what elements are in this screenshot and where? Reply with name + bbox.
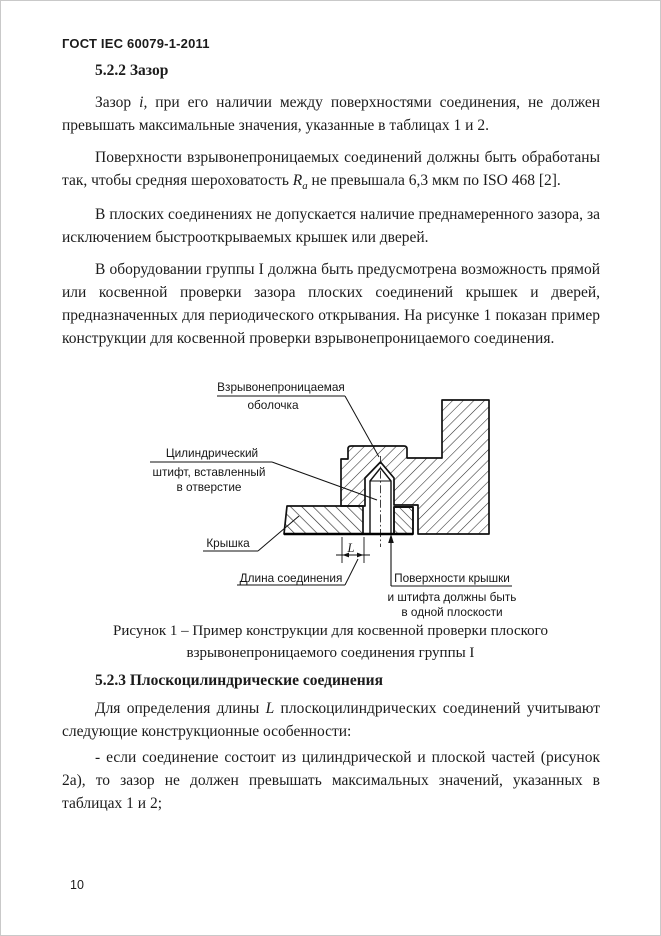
- note-line2: и штифта должны быть: [388, 590, 517, 604]
- note-arrow: [390, 539, 512, 587]
- figure-caption-line1: Рисунок 1 – Пример конструкции для косве…: [113, 623, 548, 639]
- section-heading-523: 5.2.3 Плоскоцилиндрические соединения: [95, 672, 383, 689]
- dim-letter-L: L: [347, 541, 355, 555]
- enclosure-body-section: [340, 399, 490, 535]
- note-line3: в одной плоскости: [401, 605, 502, 619]
- figure-caption: Рисунок 1 – Пример конструкции для косве…: [0, 620, 661, 664]
- leader-enclosure: [217, 395, 380, 458]
- label-enclosure-line1: Взрывонепроницаемая: [217, 380, 345, 394]
- leader-cover: [203, 515, 300, 552]
- figure-caption-line2: взрывонепроницаемого соединения группы I: [186, 645, 475, 661]
- section-heading-522: 5.2.2 Зазор: [95, 62, 169, 79]
- label-enclosure-line2: оболочка: [247, 398, 299, 412]
- document-code-header: ГОСТ IEC 60079-1-2011: [62, 36, 210, 51]
- leader-joint-length: [237, 558, 359, 586]
- dim-arrow-right: [357, 552, 364, 558]
- label-joint-length: Длина соединения: [240, 571, 343, 585]
- paragraph-group-one: В оборудовании группы I должна быть пред…: [62, 261, 600, 347]
- dimension-L: [336, 537, 370, 563]
- label-cover: Крышка: [206, 536, 250, 550]
- paragraph-length-determination: Для определения длины L плоскоцилиндриче…: [62, 700, 600, 740]
- leader-pin: [150, 461, 378, 501]
- paragraph-cylindrical-flat-item: - если соединение состоит из цилиндричес…: [62, 749, 600, 812]
- retainer-block-section: [393, 506, 414, 535]
- label-pin-line2: штифт, вставленный: [153, 465, 266, 479]
- page-number: 10: [70, 878, 84, 892]
- paragraph-gap-limits: Зазор i, при его наличии между поверхнос…: [62, 94, 600, 134]
- paragraph-roughness: Поверхности взрывонепроницаемых соединен…: [62, 149, 600, 193]
- label-pin-line1: Цилиндрический: [166, 446, 258, 460]
- paragraph-flat-joints: В плоских соединениях не допускается нал…: [62, 206, 600, 246]
- cover-section: [283, 505, 364, 535]
- note-line1: Поверхности крышки: [394, 571, 510, 585]
- note-arrowhead: [388, 534, 394, 543]
- figure-1-diagram: L Взрывонепроницаемая оболочка Цилиндрич…: [150, 380, 517, 619]
- dim-arrow-left: [342, 552, 349, 558]
- label-pin-line3: в отверстие: [177, 480, 242, 494]
